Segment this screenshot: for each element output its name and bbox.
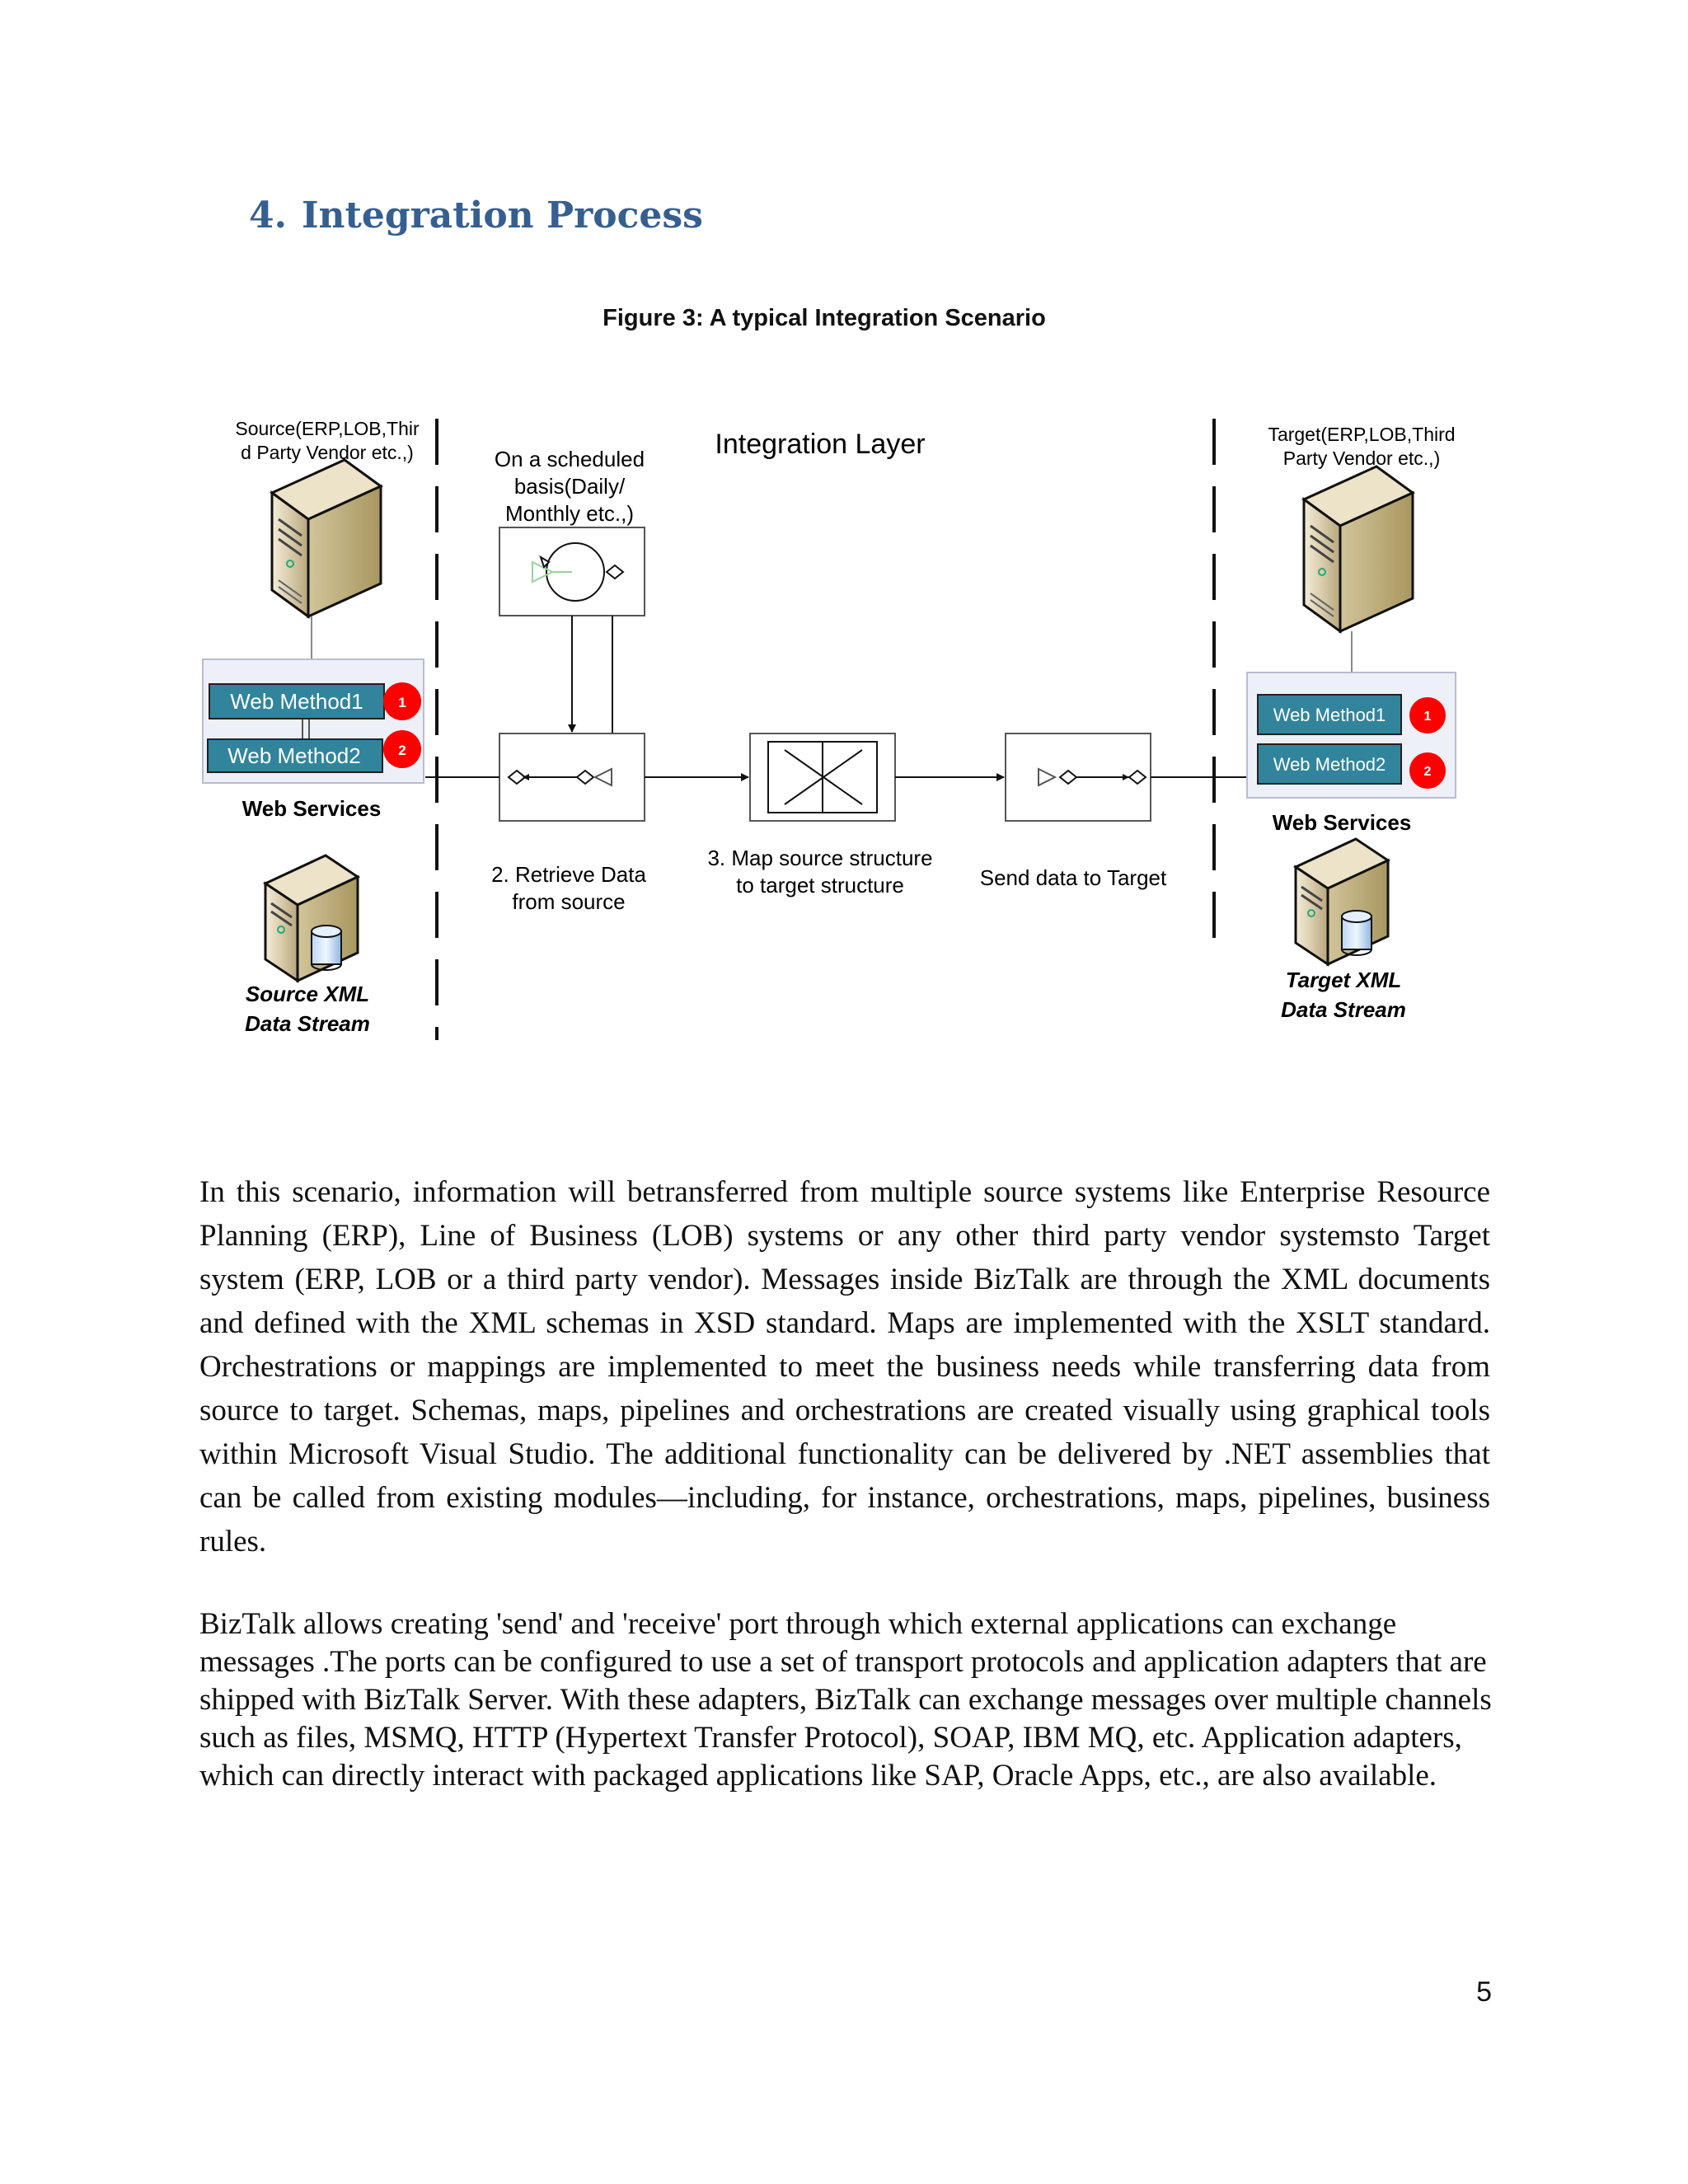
map-label-line2: to target structure <box>736 873 904 898</box>
send-label: Send data to Target <box>980 865 1167 890</box>
target-badge-1-label: 1 <box>1424 710 1432 724</box>
source-web-method1 <box>209 683 385 719</box>
target-badge-1 <box>1409 697 1446 733</box>
map-label-line1: 3. Map source structure <box>707 846 932 870</box>
target-system-label-line1: Target(ERP,LOB,Third <box>1268 424 1455 445</box>
target-xml-label-line1: Target XML <box>1286 968 1402 992</box>
source-badge-1-label: 1 <box>398 695 406 710</box>
source-badge-2 <box>383 730 421 768</box>
target-xml-label-line2: Data Stream <box>1281 997 1406 1022</box>
source-xml-label-line2: Data Stream <box>245 1011 370 1036</box>
section-number: 4. <box>249 194 287 237</box>
source-system-label-line2: d Party Vendor etc.,) <box>241 442 414 463</box>
target-web-method1 <box>1257 694 1402 735</box>
source-server-icon <box>270 458 383 619</box>
schedule-label-line1: On a scheduled <box>495 447 645 471</box>
schedule-label-line2: basis(Daily/ <box>514 474 626 499</box>
target-badge-2-label: 2 <box>1424 765 1432 779</box>
target-system-label-line2: Party Vendor etc.,) <box>1283 448 1440 469</box>
source-web-method1-label: Web Method1 <box>230 689 363 714</box>
integration-layer-title: Integration Layer <box>715 429 925 460</box>
section-title: Integration Process <box>301 194 703 237</box>
target-xml-server-icon <box>1292 837 1391 967</box>
retrieve-label-line1: 2. Retrieve Data <box>491 862 646 887</box>
source-badge-1 <box>383 682 421 720</box>
retrieve-label-line2: from source <box>512 889 625 914</box>
target-web-method2 <box>1257 743 1402 785</box>
schedule-label-line3: Monthly etc.,) <box>505 501 634 526</box>
body-paragraph-1: In this scenario, information will betra… <box>199 1175 1490 1558</box>
source-web-method2-label: Web Method2 <box>227 743 360 768</box>
body-paragraph-2: BizTalk allows creating 'send' and 'rece… <box>199 1607 1492 1793</box>
target-web-method2-label: Web Method2 <box>1273 754 1386 775</box>
source-xml-server-icon <box>262 854 361 983</box>
source-system-label-line1: Source(ERP,LOB,Thir <box>235 418 420 439</box>
retrieve-port-shape <box>499 733 645 822</box>
page-number: 5 <box>1476 1976 1492 2008</box>
target-web-method1-label: Web Method1 <box>1273 705 1386 725</box>
send-port-shape <box>1005 733 1151 822</box>
figure-caption: Figure 3: A typical Integration Scenario <box>603 305 1046 331</box>
integration-diagram: Source(ERP,LOB,Thir d Party Vendor etc.,… <box>202 418 1456 1040</box>
source-xml-label-line1: Source XML <box>246 982 369 1006</box>
source-web-services-label: Web Services <box>242 796 382 821</box>
scheduler-shape <box>499 527 645 616</box>
section-heading: 4. Integration Process <box>249 194 703 237</box>
source-web-method2 <box>207 738 383 773</box>
map-shape <box>749 733 896 822</box>
target-server-icon <box>1301 465 1415 634</box>
source-badge-2-label: 2 <box>398 743 406 758</box>
target-web-services-label: Web Services <box>1273 810 1412 835</box>
target-badge-2 <box>1409 752 1446 789</box>
